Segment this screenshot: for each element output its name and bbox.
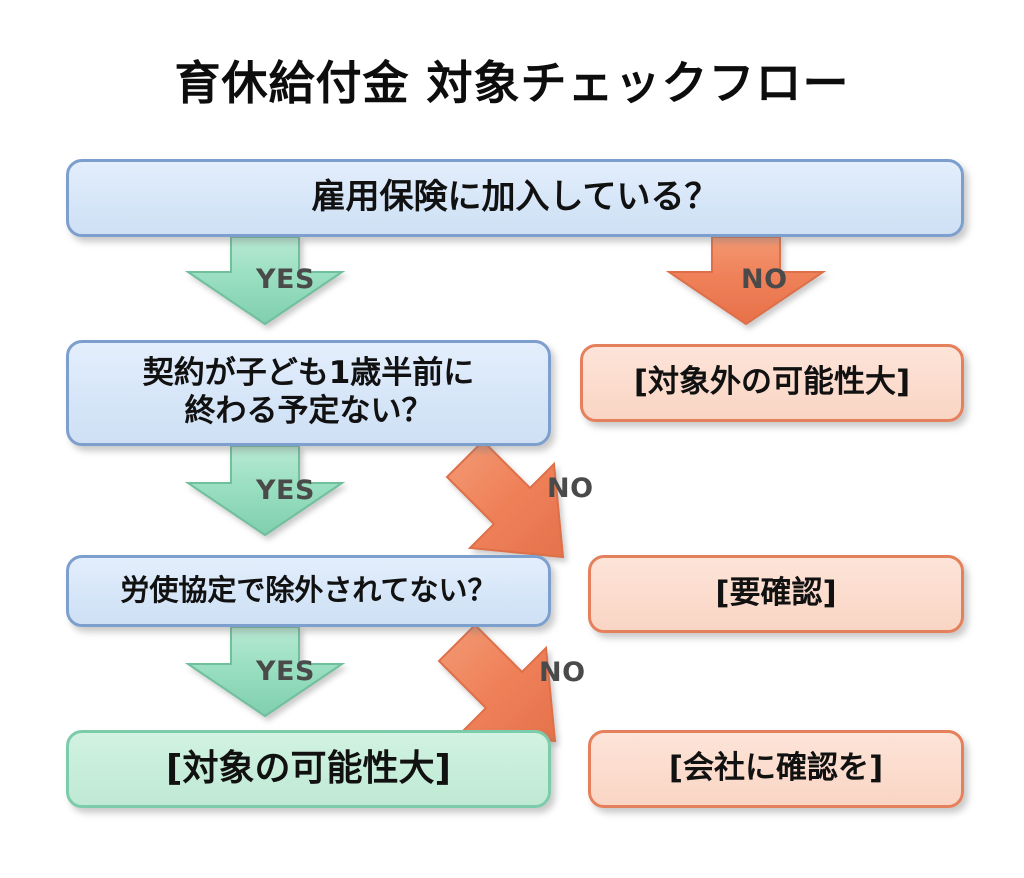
node-result-confirm-with-company[interactable]: [会社に確認を] bbox=[588, 730, 964, 808]
node-label-line1: 契約が子ども1歳半前に bbox=[142, 355, 475, 392]
arrow-label-no-1: NO bbox=[741, 264, 788, 295]
arrow-no-3 bbox=[437, 623, 557, 743]
arrow-yes-2 bbox=[184, 445, 346, 537]
arrow-label-yes-3: YES bbox=[256, 656, 315, 687]
node-label: 雇用保険に加入している？ bbox=[311, 177, 719, 218]
page-title: 育休給付金 対象チェックフロー bbox=[174, 56, 850, 110]
node-result-likely-not-eligible[interactable]: [対象外の可能性大] bbox=[580, 344, 964, 422]
arrow-label-yes-2: YES bbox=[256, 475, 315, 506]
node-label-line2: 終わる予定ない？ bbox=[184, 393, 433, 429]
node-label: 労使協定で除外されてない？ bbox=[120, 573, 497, 608]
node-question-labor-agreement[interactable]: 労使協定で除外されてない？ bbox=[66, 555, 551, 627]
arrow-no-1 bbox=[665, 236, 827, 326]
node-label: [会社に確認を] bbox=[668, 750, 884, 787]
arrow-yes-3 bbox=[184, 626, 346, 718]
node-question-contract-end[interactable]: 契約が子ども1歳半前に 終わる予定ない？ bbox=[66, 340, 551, 446]
node-result-needs-check[interactable]: [要確認] bbox=[588, 555, 964, 633]
arrow-no-2 bbox=[445, 439, 565, 559]
node-question-employment-insurance[interactable]: 雇用保険に加入している？ bbox=[66, 159, 964, 237]
arrow-label-yes-1: YES bbox=[256, 264, 315, 295]
node-label: [対象の可能性大] bbox=[166, 748, 451, 790]
node-label: [要確認] bbox=[715, 575, 837, 612]
node-result-likely-eligible[interactable]: [対象の可能性大] bbox=[66, 730, 551, 808]
node-label: [対象外の可能性大] bbox=[633, 364, 911, 401]
arrow-yes-1 bbox=[184, 236, 346, 326]
arrow-label-no-3: NO bbox=[539, 657, 586, 688]
arrow-label-no-2: NO bbox=[547, 473, 594, 504]
